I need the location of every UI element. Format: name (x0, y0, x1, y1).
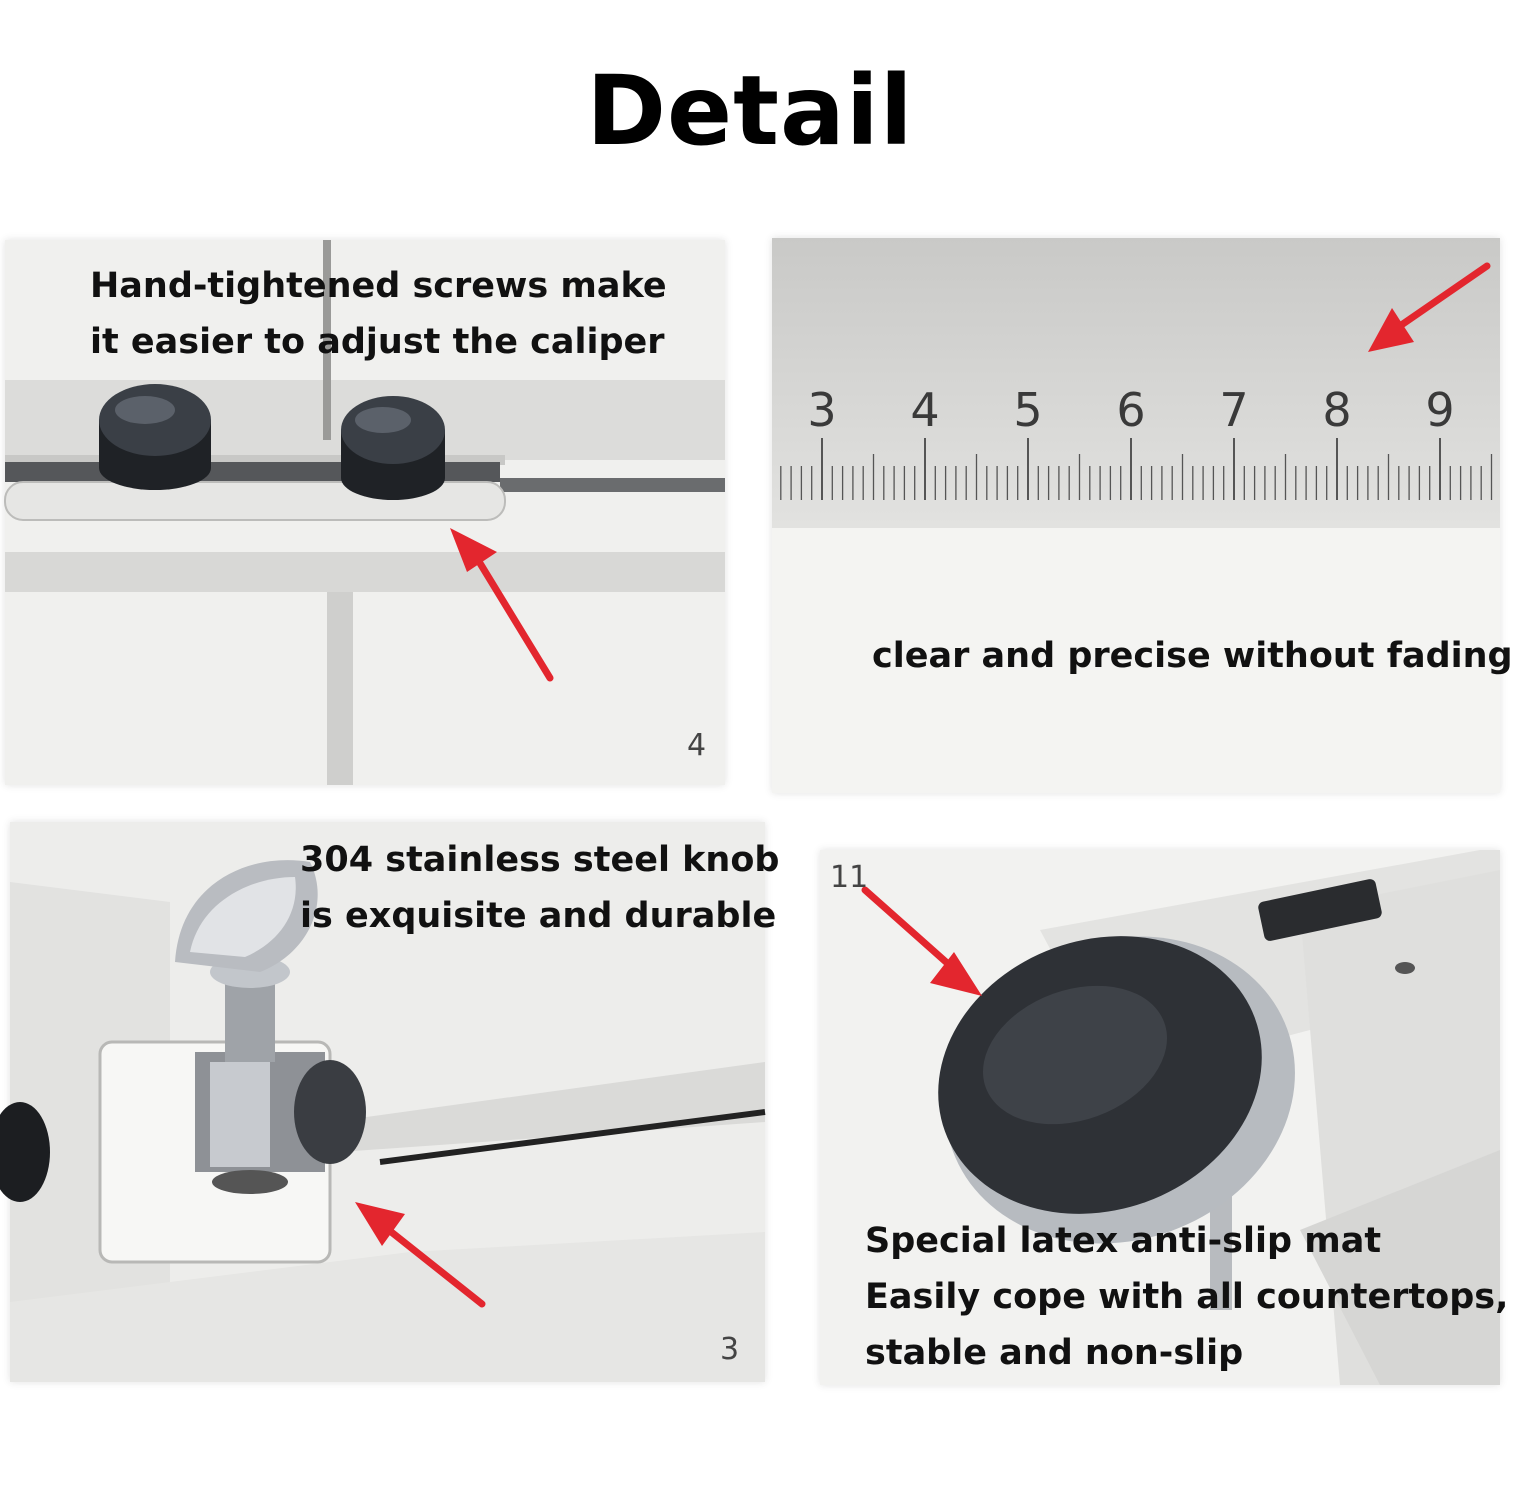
ruler-label: 5 (1013, 383, 1042, 437)
arrow-icon (450, 528, 554, 682)
steel-knob-photo (0, 822, 766, 1382)
arrow-icon (1368, 262, 1491, 352)
ruler-label: 8 (1322, 383, 1351, 437)
arrow-icon (355, 1202, 486, 1308)
anti-slip-caption: Special latex anti-slip mat Easily cope … (865, 1221, 1509, 1373)
panel-anti-slip-mat: 11 Special latex anti-slip mat Easily co… (820, 850, 1508, 1385)
panel-ruler: 3 4 5 6 7 8 9 clear and precise without fading (772, 238, 1513, 793)
ruler-scale: 3 4 5 6 7 8 9 (780, 383, 1493, 500)
panel-screws: Hand-tightened screws make it easier to … (4, 240, 725, 785)
panel-steel-knob: 304 stainless steel knob is exquisite an… (0, 822, 779, 1382)
ruler-photo: 3 4 5 6 7 8 9 (772, 238, 1500, 793)
screws-photo (4, 240, 725, 785)
panel-number: 4 (687, 728, 707, 763)
screws-caption: Hand-tightened screws make it easier to … (90, 266, 667, 362)
anti-slip-mat-icon (938, 936, 1295, 1244)
steel-knob-icon (175, 860, 366, 1194)
ruler-label: 6 (1116, 383, 1145, 437)
knob-icon (341, 396, 445, 500)
ruler-label: 9 (1425, 383, 1454, 437)
ruler-label: 4 (910, 383, 939, 437)
panel-number: 11 (830, 860, 869, 895)
ruler-label: 7 (1219, 383, 1248, 437)
knob-icon (99, 384, 211, 490)
anti-slip-photo (820, 850, 1500, 1385)
steel-knob-caption: 304 stainless steel knob is exquisite an… (300, 840, 780, 936)
panel-number: 3 (720, 1332, 740, 1367)
ruler-caption: clear and precise without fading (872, 636, 1513, 676)
arrow-icon (861, 886, 982, 996)
ruler-label: 3 (807, 383, 836, 437)
page-title: Detail (586, 55, 914, 167)
